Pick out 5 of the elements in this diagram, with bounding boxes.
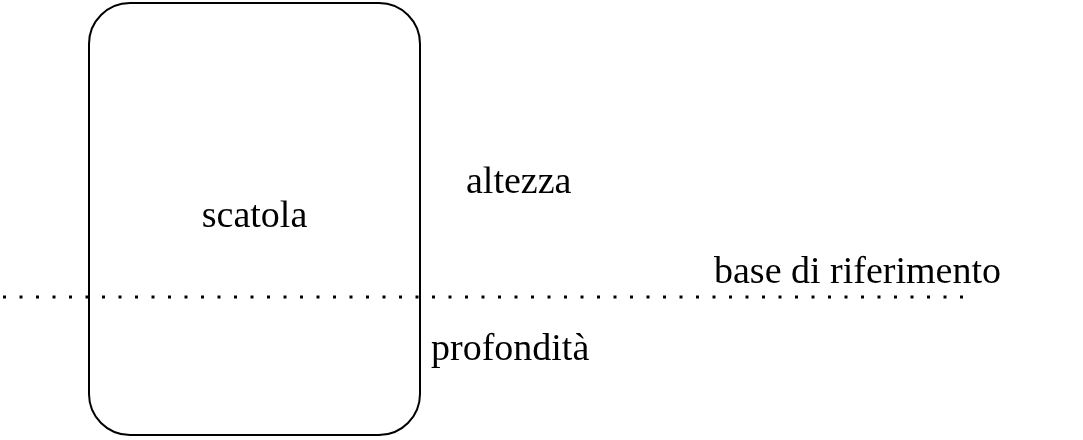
box-label: scatola bbox=[201, 192, 308, 236]
dimension-label: profondità bbox=[431, 325, 590, 369]
dimension-label: altezza bbox=[466, 158, 572, 202]
rounded-box bbox=[88, 2, 421, 436]
dimension-label: base di riferimento bbox=[714, 248, 1001, 292]
